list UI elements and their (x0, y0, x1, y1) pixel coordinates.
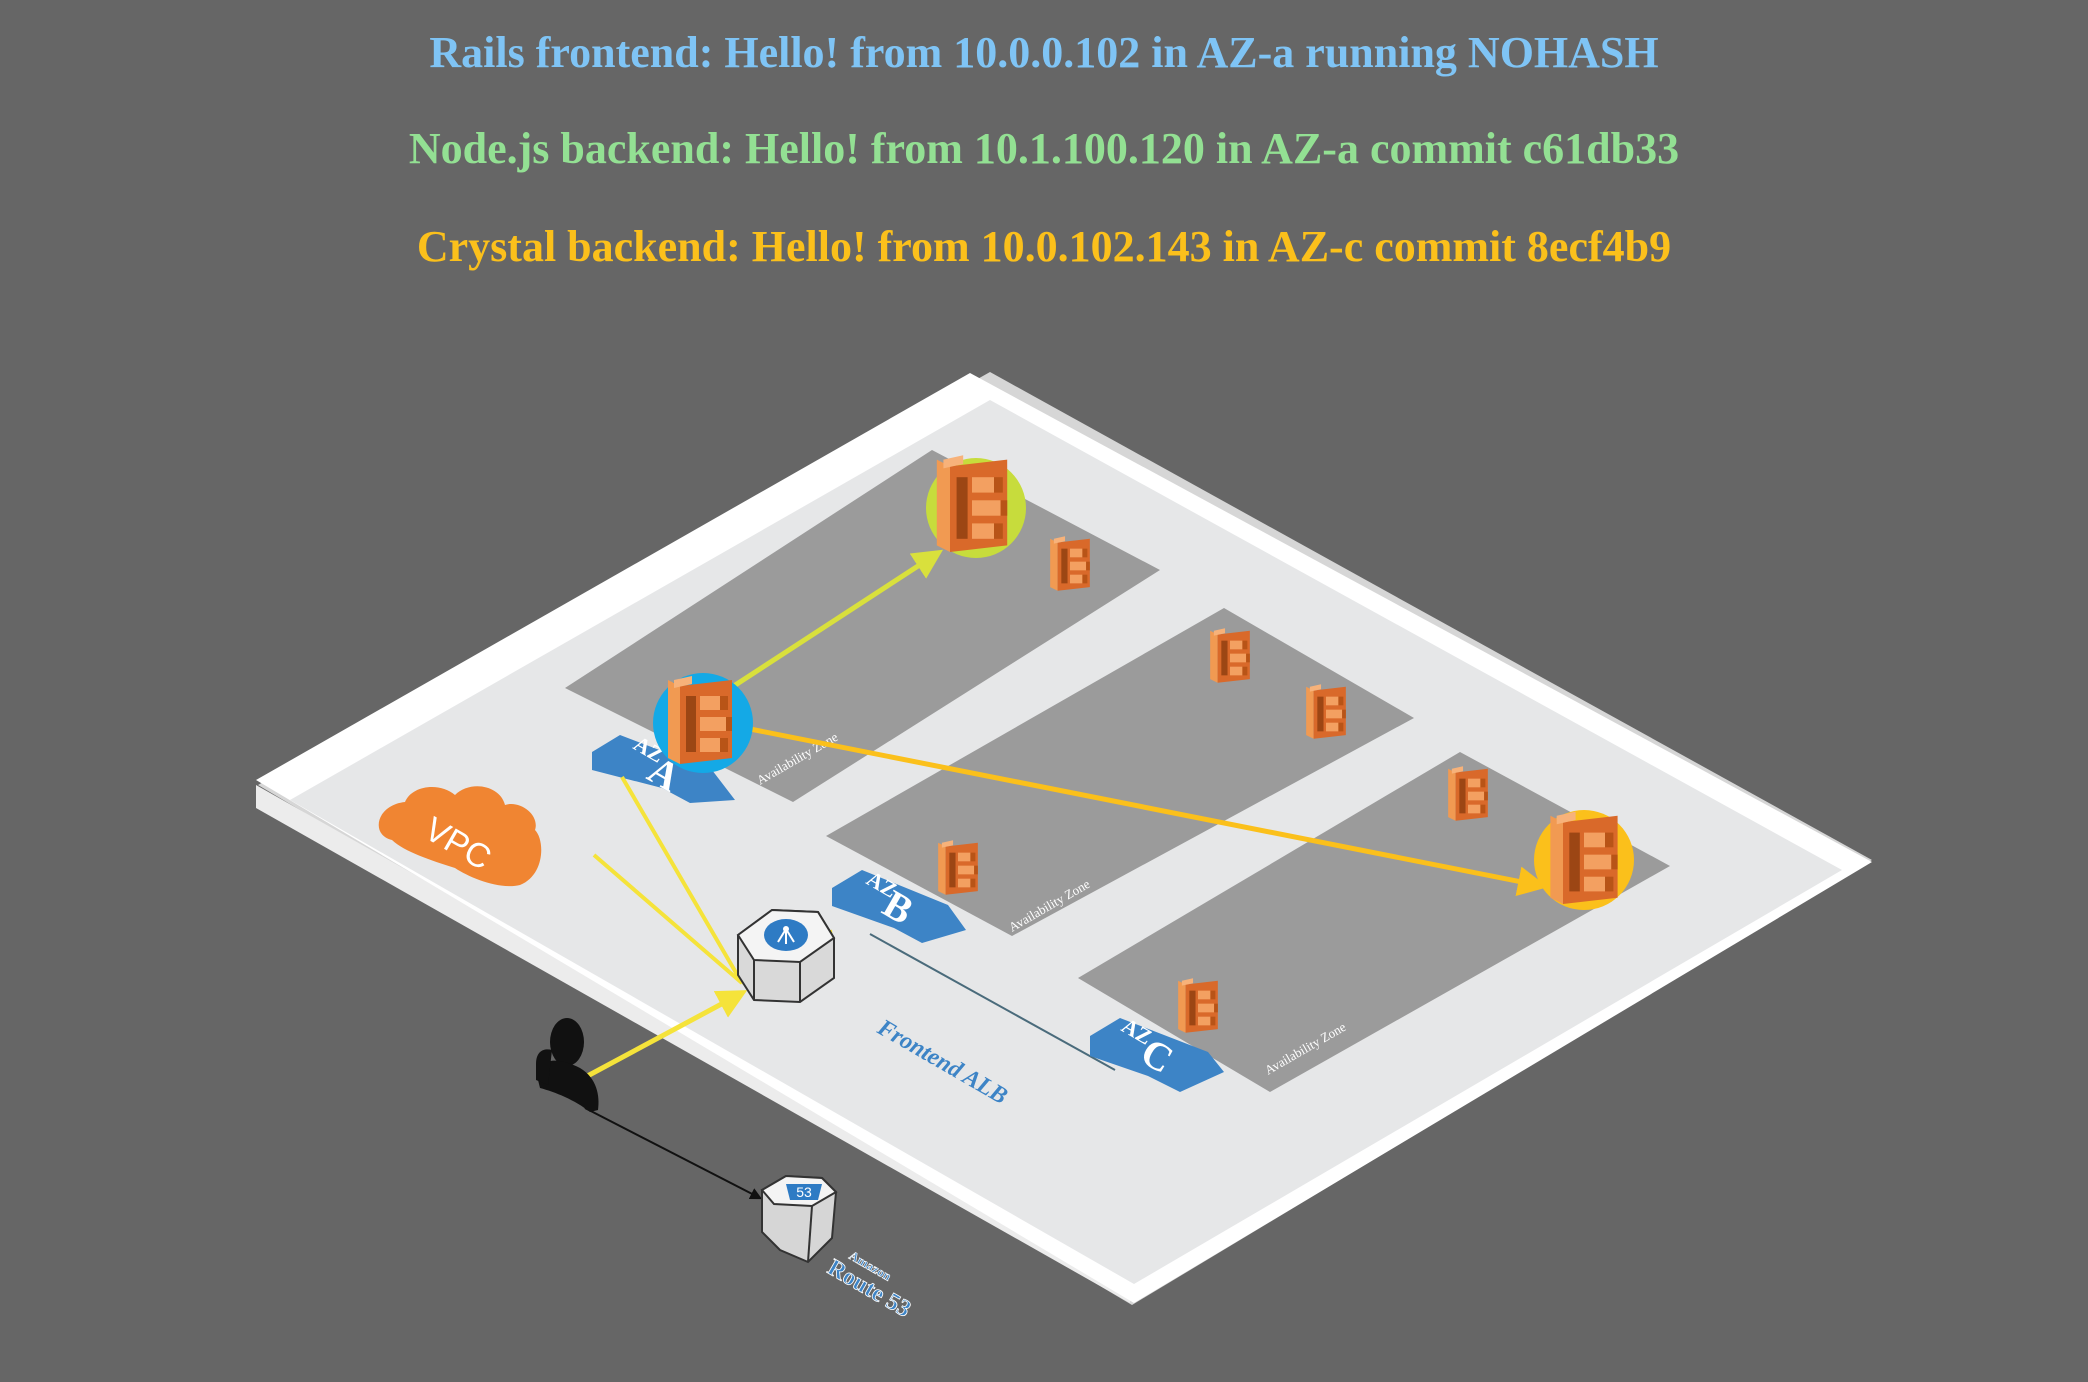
ecs-container-icon (1178, 978, 1218, 1033)
user-request-arrow (578, 990, 748, 1083)
ecs-container-icon (1050, 536, 1090, 591)
rails-to-crystal-arrow (744, 725, 1548, 897)
route53-badge-label: 53 (796, 1184, 812, 1200)
crystal-backend-status: Crystal backend: Hello! from 10.0.102.14… (416, 222, 1672, 271)
ecs-container-icon (936, 455, 1008, 552)
load-balancer-icon (736, 908, 836, 1004)
ecs-container-icon (938, 840, 978, 895)
node-backend-status: Node.js backend: Hello! from 10.1.100.12… (408, 124, 1680, 173)
rails-frontend-status: Rails frontend: Hello! from 10.0.0.102 i… (429, 28, 1659, 77)
rails-to-node-arrow (718, 549, 944, 698)
route53-icon: 53 (760, 1174, 838, 1264)
ecs-container-icon (1448, 766, 1488, 821)
ecs-container-icon (1550, 811, 1618, 904)
alb-connector-line (869, 933, 1116, 1071)
user-icon (536, 1018, 599, 1112)
user-to-route53-arrow (584, 1107, 763, 1200)
ecs-container-icon (1306, 684, 1346, 739)
az-c-region (1078, 752, 1670, 1092)
ecs-container-icon (668, 676, 732, 764)
ecs-container-icon (1210, 628, 1250, 683)
